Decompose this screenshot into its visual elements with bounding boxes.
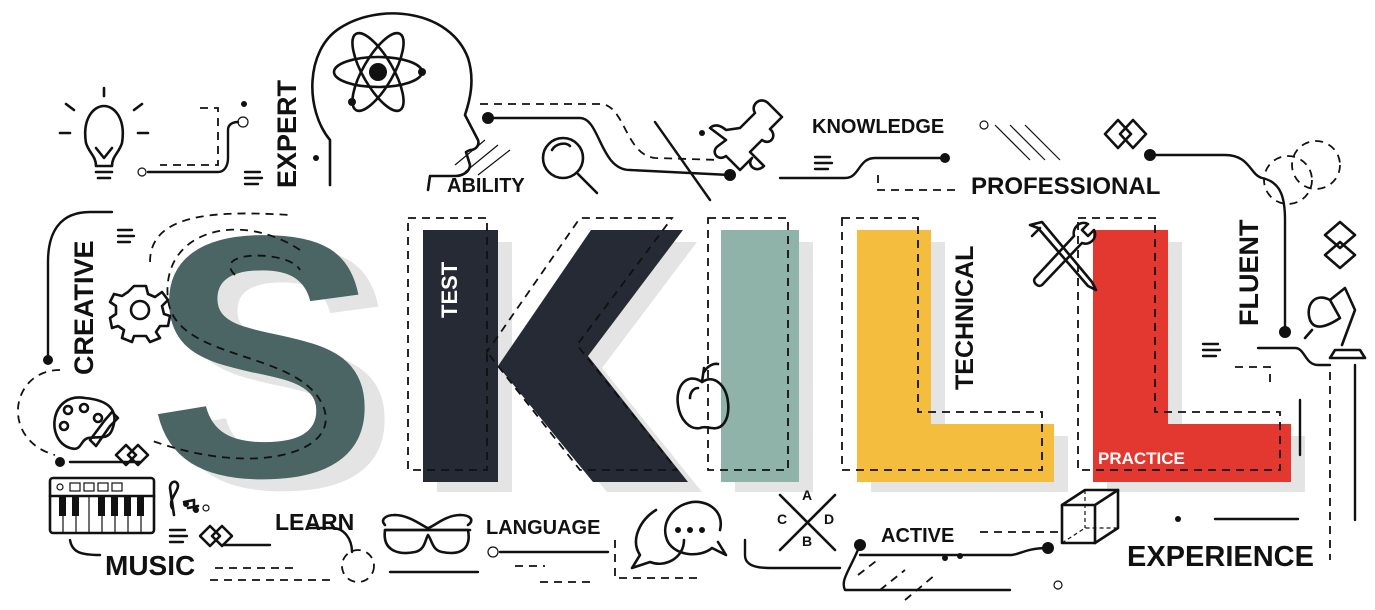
puzzle-icon: [708, 99, 784, 172]
lamp-icon: [1303, 286, 1367, 360]
music-notes-icon: [168, 480, 210, 517]
quiz-option-a: A: [802, 487, 812, 503]
label-expert: EXPERT: [272, 79, 302, 188]
diamond-icon: [114, 118, 1357, 548]
label-experience: EXPERIENCE: [1127, 541, 1314, 573]
quiz-option-d: D: [824, 511, 834, 527]
apple-icon: [676, 362, 730, 430]
label-language: LANGUAGE: [486, 517, 600, 539]
letter-l-first: [857, 230, 1054, 482]
label-fluent: FLUENT: [1234, 219, 1264, 326]
label-learn: LEARN: [275, 509, 354, 535]
label-professional: PROFESSIONAL: [971, 173, 1160, 200]
label-creative: CREATIVE: [69, 240, 99, 375]
label-music: MUSIC: [105, 550, 195, 581]
letter-i: [721, 230, 799, 482]
piano-icon: [48, 476, 156, 535]
lightbulb-icon: [58, 86, 150, 180]
letter-l-second: [1093, 230, 1291, 482]
magnifier-icon: [541, 136, 599, 195]
label-ability: ABILITY: [447, 175, 525, 197]
tools-icon: [1028, 220, 1098, 292]
letter-k: [423, 230, 688, 482]
label-technical: TECHNICAL: [951, 246, 979, 390]
label-active: ACTIVE: [881, 525, 954, 547]
brain-atom-icon: [311, 12, 480, 192]
dashed-circles: [1263, 140, 1341, 205]
letter-dashed-outlines: [149, 217, 1281, 471]
label-practice: PRACTICE: [1098, 449, 1185, 468]
chat-bubbles-icon: [630, 500, 728, 570]
gear-icon: [108, 284, 172, 344]
connector-lines: [17, 101, 1357, 601]
glasses-icon: [381, 513, 473, 555]
label-test: TEST: [437, 261, 462, 318]
quiz-option-c: C: [777, 511, 787, 527]
cube-icon: [1060, 488, 1120, 545]
quiz-option-b: B: [802, 533, 812, 549]
quiz-cross: A B C D: [777, 487, 837, 552]
palette-icon: [53, 396, 120, 451]
letter-s: S: [148, 165, 378, 550]
label-knowledge: KNOWLEDGE: [812, 116, 944, 138]
